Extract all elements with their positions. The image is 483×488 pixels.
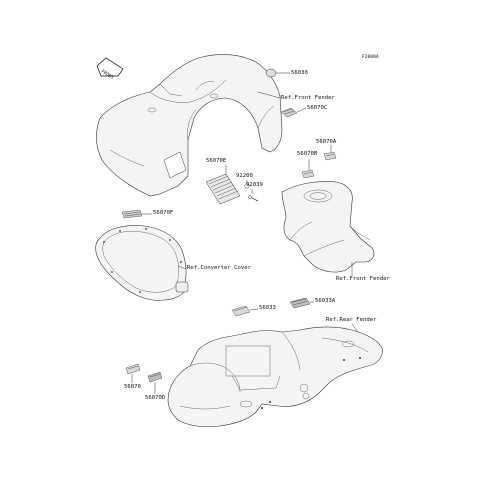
callout-56070: 56070	[124, 384, 141, 390]
front-fender-center	[281, 181, 375, 273]
front-arrow-icon: FRONT	[96, 57, 124, 81]
callout-92039: 92039	[246, 182, 263, 188]
label-56070D-part	[147, 371, 163, 383]
callout-56070B: 56070B	[297, 151, 318, 157]
callout-92200: 92200	[236, 173, 253, 179]
converter-cover	[95, 225, 189, 301]
figure-id: F2880A	[362, 55, 379, 60]
leader-lines	[131, 72, 359, 394]
front-fender-upper	[96, 54, 283, 197]
callout-56070F: 56070F	[153, 210, 174, 216]
callout-56070D: 56070D	[145, 395, 166, 401]
callout-ref-rear-fender: Ref.Rear Fender	[326, 317, 377, 323]
callout-ref-front-fender-2: Ref.Front Fender	[336, 276, 390, 282]
label-56033A-part	[289, 297, 311, 309]
rear-fender	[167, 326, 383, 428]
screw-92039-part	[248, 195, 259, 202]
label-56070A-part	[323, 151, 337, 161]
callout-ref-converter-cover: Ref.Converter Cover	[187, 265, 251, 271]
label-56070-part	[125, 363, 141, 375]
callout-56033: 56033	[259, 305, 276, 311]
label-56033-part	[231, 305, 251, 317]
label-56070C-part	[280, 107, 298, 118]
label-56070B-part	[301, 169, 315, 179]
label-56070F-part	[121, 209, 143, 219]
callout-56070C: 56070C	[307, 105, 328, 111]
callout-56033A: 56033A	[315, 298, 336, 304]
callout-56030: 56030	[291, 70, 308, 76]
label-56070E-part	[205, 173, 241, 205]
callout-ref-front-fender-1: Ref.Front Fender	[281, 95, 335, 101]
callout-56070E: 56070E	[206, 158, 227, 164]
callout-56070A: 56070A	[316, 139, 337, 145]
label-56030-part	[265, 68, 277, 78]
